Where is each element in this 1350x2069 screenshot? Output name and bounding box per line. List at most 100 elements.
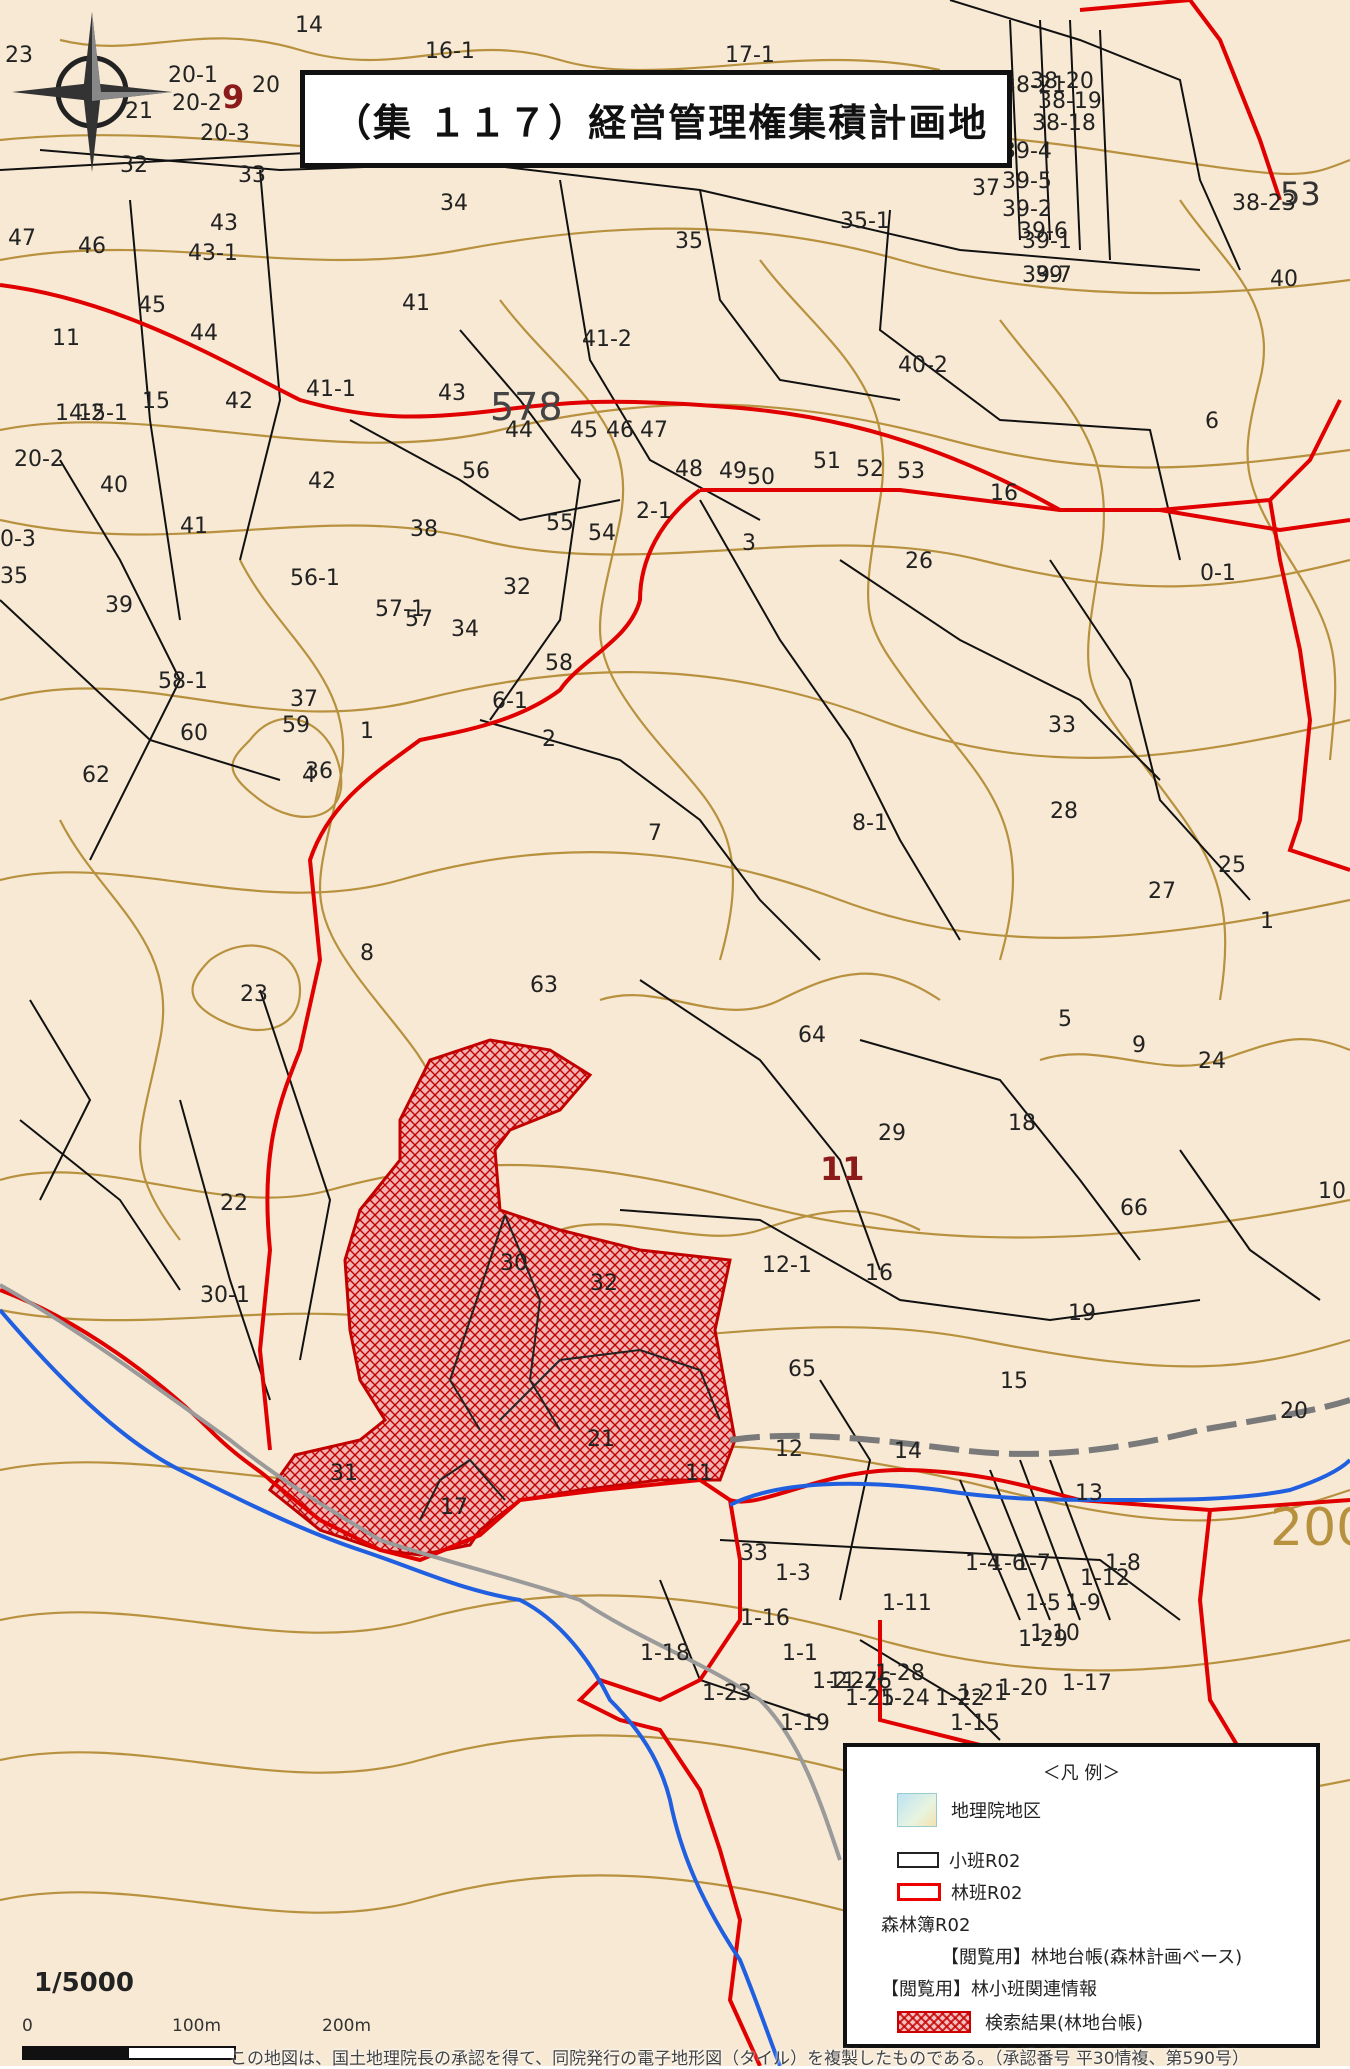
- parcel-label: 56: [462, 459, 490, 484]
- hatch-swatch-icon: [897, 2011, 971, 2033]
- scale-label-100m: 100m: [172, 2016, 222, 2036]
- parcel-label: 38-18: [1032, 111, 1096, 136]
- parcel-label: 52: [856, 457, 884, 482]
- parcel-label: 2: [542, 727, 556, 752]
- parcel-label: 32: [503, 575, 531, 600]
- parcel-label: 53: [897, 459, 925, 484]
- parcel-label: 60: [180, 721, 208, 746]
- parcel-label: 1-22: [935, 1686, 985, 1711]
- parcel-label: 35-1: [840, 209, 890, 234]
- scale-ratio: 1/5000: [34, 1968, 134, 1998]
- parcel-label: 1-7: [1015, 1551, 1051, 1576]
- parcel-label: 42: [308, 469, 336, 494]
- parcel-label: 30: [500, 1251, 528, 1276]
- parcel-label: 35: [0, 564, 28, 589]
- parcel-label: 46: [78, 234, 106, 259]
- parcel-label: 1-4: [965, 1551, 1001, 1576]
- parcel-label: 1-26: [842, 1669, 892, 1694]
- parcel-label: 43: [438, 381, 466, 406]
- parcel-label: 1: [1260, 909, 1274, 934]
- parcel-label: 1-9: [1065, 1591, 1101, 1616]
- parcel-label: 38-21: [1002, 73, 1066, 98]
- parcel-label: 63: [530, 973, 558, 998]
- parcel-label: 38-23: [1232, 191, 1296, 216]
- parcel-label: 39-2: [1002, 197, 1052, 222]
- parcel-label: 14: [295, 13, 323, 38]
- parcel-label: 32: [120, 153, 148, 178]
- parcel-label: 1-17: [1062, 1671, 1112, 1696]
- parcel-label: 25: [1218, 853, 1246, 878]
- parcel-label: 17: [440, 1495, 468, 1520]
- parcel-label: 3: [742, 531, 756, 556]
- parcel-label: 1-20: [998, 1676, 1048, 1701]
- parcel-label: 1-21: [958, 1681, 1008, 1706]
- parcel-label: 20-2: [172, 91, 222, 116]
- parcel-label: 18: [1008, 1111, 1036, 1136]
- parcel-label: 51: [813, 449, 841, 474]
- parcel-label: 44: [505, 418, 533, 443]
- parcel-label: 31: [330, 1461, 358, 1486]
- parcel-label: 0-1: [1200, 561, 1236, 586]
- parcel-label: 58: [545, 651, 573, 676]
- parcel-label: 8-1: [852, 811, 888, 836]
- legend-label: 森林簿R02: [881, 1915, 971, 1936]
- north-arrow-icon: [12, 12, 172, 172]
- parcel-label: 1-10: [1030, 1621, 1080, 1646]
- parcel-label: 16: [865, 1261, 893, 1286]
- parcel-label: 12-1: [762, 1253, 812, 1278]
- parcel-label: 41: [402, 291, 430, 316]
- parcel-label: 48: [675, 457, 703, 482]
- parcel-label: 28: [1050, 799, 1078, 824]
- parcel-label: 20-1: [168, 63, 218, 88]
- parcel-label: 40-2: [898, 353, 948, 378]
- parcel-label: 58-1: [158, 669, 208, 694]
- parcel-label: 20-3: [200, 121, 250, 146]
- scale-label-200m: 200m: [322, 2016, 372, 2036]
- parcel-label: 19: [1068, 1301, 1096, 1326]
- legend-label: 【閲覧用】林地台帳(森林計画ベース): [941, 1947, 1243, 1968]
- parcel-label: 5: [1058, 1007, 1072, 1032]
- parcel-label: 13: [1075, 1481, 1103, 1506]
- parcel-label: 42: [225, 389, 253, 414]
- parcel-label: 30-1: [200, 1283, 250, 1308]
- parcel-label: 41-2: [582, 327, 632, 352]
- legend-row-gsi: 地理院地区: [897, 1793, 1041, 1827]
- parcel-label: 43-1: [188, 241, 238, 266]
- black-outline-swatch-icon: [897, 1852, 939, 1868]
- parcel-label: 0-3: [0, 527, 36, 552]
- parcel-label: 33: [1048, 713, 1076, 738]
- parcel-label: 47: [8, 226, 36, 251]
- parcel-label: 1-6: [990, 1551, 1026, 1576]
- parcel-label: 10: [1318, 1179, 1346, 1204]
- parcel-label: 12: [775, 1437, 803, 1462]
- parcel-label: 16: [990, 481, 1018, 506]
- parcel-label: 38-19: [1038, 89, 1102, 114]
- parcel-label: 1-19: [780, 1711, 830, 1736]
- parcel-label: 62: [82, 763, 110, 788]
- parcel-label: 21: [125, 99, 153, 124]
- parcel-label: 38-20: [1030, 69, 1094, 94]
- parcel-label: 26: [905, 549, 933, 574]
- map-title: （集 １１７）経営管理権集積計画地: [300, 70, 1012, 168]
- parcel-label: 14: [894, 1439, 922, 1464]
- compartment-number: 9: [222, 78, 244, 116]
- parcel-label: 35: [675, 229, 703, 254]
- legend-label: 小班R02: [949, 1851, 1021, 1872]
- legend-row-subcompartment: 小班R02: [897, 1847, 1020, 1873]
- parcel-label: 46: [606, 418, 634, 443]
- parcel-label: 27: [1148, 879, 1176, 904]
- parcel-label: 32: [590, 1271, 618, 1296]
- road: [729, 1397, 1350, 1457]
- parcel-label: 33: [740, 1541, 768, 1566]
- parcel-label: 39: [105, 593, 133, 618]
- parcel-label: 1-29: [1018, 1627, 1068, 1652]
- parcel-label: 64: [798, 1023, 826, 1048]
- parcel-label: 8: [360, 941, 374, 966]
- parcel-label: 24: [1198, 1049, 1226, 1074]
- parcel-label: 15: [1000, 1369, 1028, 1394]
- parcel-label: 11: [685, 1461, 713, 1486]
- parcel-label: 7: [648, 821, 662, 846]
- parcel-label: 2-1: [636, 499, 672, 524]
